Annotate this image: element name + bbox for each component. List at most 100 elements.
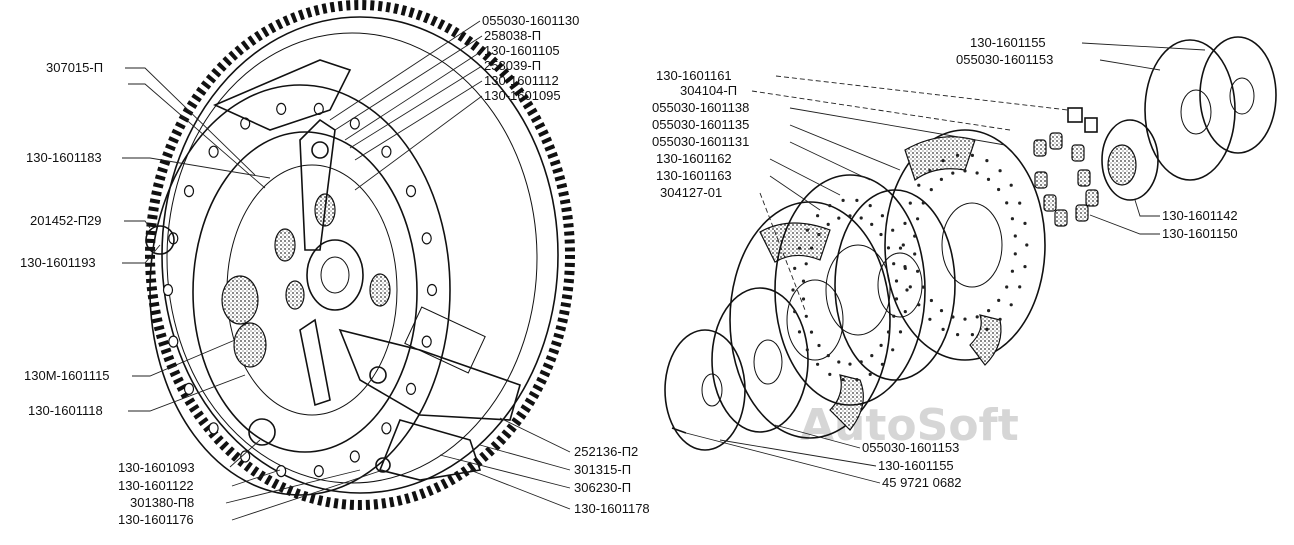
bolt-head-lower: [248, 418, 276, 446]
rivet: [870, 222, 874, 226]
rivet: [870, 354, 874, 358]
pressure-springs: [221, 193, 391, 368]
rivet: [1018, 285, 1022, 289]
rivet: [1010, 269, 1015, 273]
bolt-hole: [276, 102, 287, 116]
rivet: [1018, 201, 1022, 205]
rivet: [804, 262, 808, 266]
rivet: [855, 198, 859, 202]
rivet: [879, 343, 883, 347]
rivet: [903, 310, 907, 314]
rivet: [1010, 217, 1015, 221]
rivet: [941, 327, 945, 331]
rivet: [841, 198, 845, 202]
rivet: [1005, 201, 1009, 205]
rivet: [826, 222, 830, 226]
bolt-hole: [183, 185, 195, 198]
rivet: [985, 159, 989, 163]
rivet: [837, 360, 841, 364]
rivet: [816, 214, 820, 218]
label-130-1601142: 130-1601142: [1162, 208, 1238, 223]
rivet: [901, 243, 905, 247]
rivet: [859, 360, 863, 364]
lever-pivot-bottom: [369, 366, 387, 384]
rivet: [894, 297, 899, 301]
rivet: [997, 298, 1001, 302]
label-130-1601193: 130-1601193: [20, 255, 96, 270]
ring-gear-outer: [145, 0, 575, 510]
rivet: [970, 153, 975, 157]
rivet: [963, 317, 967, 321]
rivet: [917, 303, 921, 307]
rivet: [970, 333, 975, 337]
label-258039-P: 258039-П: [484, 58, 541, 73]
rivet: [817, 343, 821, 348]
rivet: [921, 285, 925, 289]
rivet: [905, 288, 909, 292]
hub-bore: [320, 256, 350, 294]
driven-disc: [774, 174, 926, 406]
rivet: [956, 333, 960, 337]
rivet: [816, 362, 820, 366]
rivet: [951, 315, 955, 319]
rivet: [929, 298, 934, 303]
rivet: [848, 214, 852, 218]
rivet: [917, 183, 921, 187]
label-306230-P: 306230-П: [574, 480, 631, 495]
rivet: [913, 234, 917, 238]
label-130-1601178: 130-1601178: [574, 501, 650, 516]
rivet: [859, 216, 863, 220]
rivet: [880, 214, 885, 218]
hub-flange: [834, 189, 956, 381]
bolt-head-left: [145, 225, 175, 255]
bolt-hole: [168, 335, 179, 348]
label-055030-1601153-top: 055030-1601153: [956, 52, 1053, 67]
bolt-hole: [349, 450, 360, 463]
label-130-1601155-bottom: 130-1601155: [878, 458, 954, 473]
flywheel-pressure-plate-assembly: [145, 0, 575, 510]
label-307015-P: 307015-П: [46, 60, 103, 75]
rivet: [1005, 285, 1009, 289]
rivet: [941, 159, 945, 163]
label-301315-P: 301315-П: [574, 462, 631, 477]
label-055030-1601130: 055030-1601130: [482, 13, 579, 28]
bolt-hole: [208, 145, 219, 158]
label-055030-1601138: 055030-1601138: [652, 100, 749, 115]
driven-disc-exploded: [664, 36, 1277, 451]
rivet: [986, 177, 991, 181]
rivet: [898, 246, 903, 250]
rivet: [892, 262, 896, 266]
rivet: [916, 217, 920, 221]
rivet: [998, 169, 1002, 173]
rivet: [921, 201, 925, 205]
bolt-hole: [240, 450, 251, 463]
rivet: [956, 153, 960, 157]
release-lever-arm: [299, 118, 336, 251]
rivet: [975, 171, 979, 175]
rivet: [916, 269, 920, 273]
rivet: [868, 372, 872, 376]
rivet: [998, 317, 1002, 321]
bolt-hole: [183, 382, 195, 395]
labels: 055030-1601130 258038-П 130-1601105 2580…: [20, 13, 1238, 527]
rivet: [951, 171, 955, 175]
bolt-hole: [381, 422, 392, 435]
rivet: [894, 279, 899, 283]
rivet: [903, 221, 907, 225]
rivet: [939, 177, 944, 181]
label-055030-1601135: 055030-1601135: [652, 117, 749, 132]
bolt-hole: [162, 283, 174, 297]
rivet: [886, 330, 891, 334]
label-055030-1601153-bottom: 055030-1601153: [862, 440, 959, 455]
rivet: [929, 188, 933, 192]
rivet: [913, 252, 917, 256]
label-130-1601118: 130-1601118: [28, 403, 103, 418]
flywheel-face: [166, 32, 538, 484]
rivet: [1023, 265, 1027, 269]
rivet: [1023, 221, 1027, 225]
bolt-hole: [421, 335, 432, 348]
rivet: [868, 204, 872, 208]
rivet: [939, 309, 944, 313]
rivet: [809, 246, 814, 250]
